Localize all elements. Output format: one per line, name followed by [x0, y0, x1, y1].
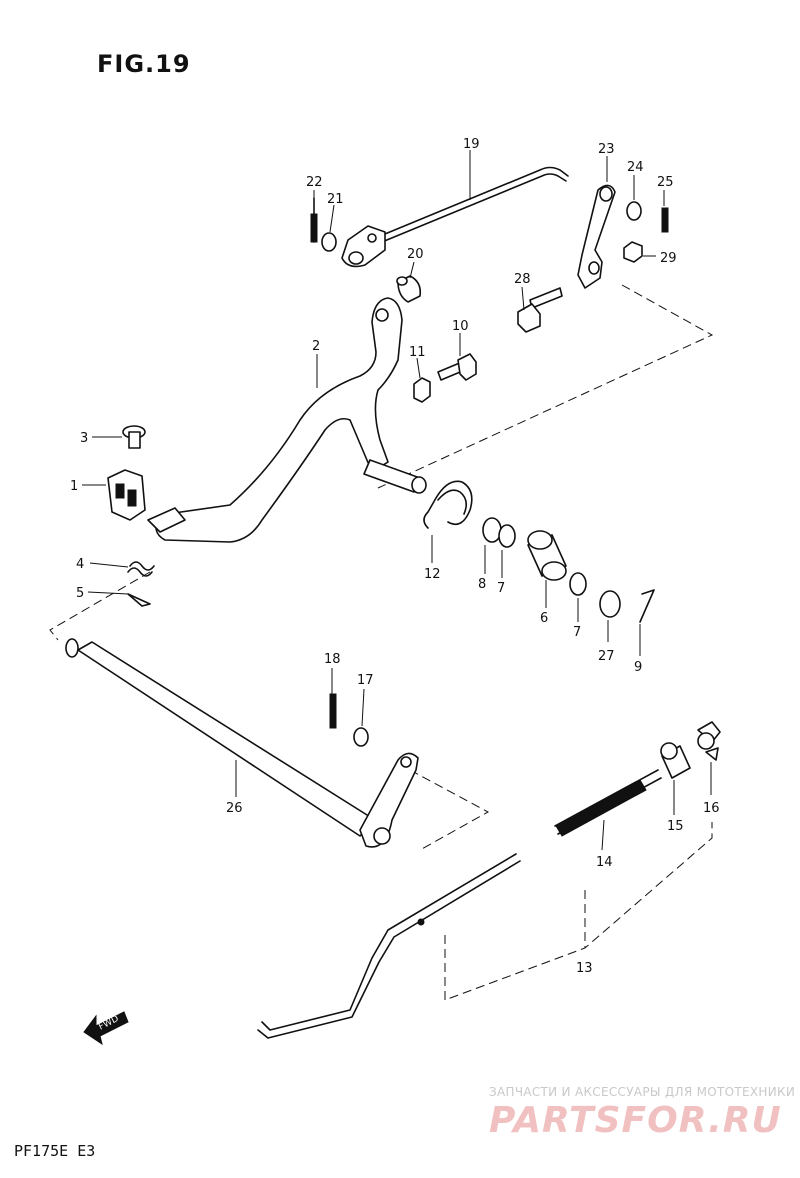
callout-13: 13: [576, 961, 593, 976]
callout-23: 23: [598, 142, 615, 157]
callout-4: 4: [76, 557, 84, 572]
callout-15: 15: [667, 819, 684, 834]
callout-21: 21: [327, 192, 344, 207]
cotter-pin-part-9: [639, 589, 655, 623]
bushing-part-6: [527, 530, 567, 581]
watermark-logo: PARTSFOR.RU: [489, 1100, 782, 1141]
callout-16: 16: [703, 801, 720, 816]
callout-18: 18: [324, 652, 341, 667]
callout-9: 9: [634, 660, 642, 675]
collar-part-15: [660, 742, 691, 779]
lever-part-23: [577, 184, 616, 289]
brake-pedal-part-2: [147, 297, 427, 543]
callout-3: 3: [80, 431, 88, 446]
callout-26: 26: [226, 801, 243, 816]
bracket-part-1: [107, 469, 146, 521]
figure-title: FIG.19: [97, 50, 191, 78]
washer-part-8: [482, 517, 502, 543]
washer-part-27: [599, 590, 621, 618]
callout-19: 19: [463, 137, 480, 152]
bolt-part-10: [437, 353, 477, 381]
spring-part-14: [554, 769, 662, 837]
callout-10: 10: [452, 319, 469, 334]
callout-28: 28: [514, 272, 531, 287]
nut-part-29: [623, 241, 643, 263]
callout-17: 17: [357, 673, 374, 688]
callout-20: 20: [407, 247, 424, 262]
callout-14: 14: [596, 855, 613, 870]
wing-nut-part-16: [697, 721, 721, 761]
pin-part-20: [396, 275, 422, 303]
callout-25: 25: [657, 175, 674, 190]
watermark-tagline: ЗАПЧАСТИ И АКСЕССУАРЫ ДЛЯ МОТОТЕХНИКИ: [489, 1085, 796, 1099]
callout-24: 24: [627, 160, 644, 175]
callout-11: 11: [409, 345, 426, 360]
nut-part-11: [413, 377, 431, 403]
washer-part-7-bottom: [569, 572, 587, 596]
brake-shaft-part-26: [65, 638, 419, 848]
washer-part-17: [353, 727, 369, 747]
callout-2: 2: [312, 339, 320, 354]
callout-7-bottom: 7: [573, 625, 581, 640]
bolt-part-22: [310, 197, 318, 243]
bolt-part-25: [661, 207, 669, 233]
fwd-arrow-icon: FWD: [83, 1011, 129, 1046]
callout-22: 22: [306, 175, 323, 190]
callout-labels: 19 23 24 25 22 21 20 29 28 10 11 2 3 1 4…: [70, 137, 720, 976]
callout-6: 6: [540, 611, 548, 626]
callout-1: 1: [70, 479, 78, 494]
brake-rod-part-13: [257, 853, 521, 1039]
callout-5: 5: [76, 586, 84, 601]
washer-part-21: [321, 232, 337, 252]
washer-part-24: [626, 201, 642, 221]
model-code: PF175E E3: [14, 1142, 96, 1160]
assembly-dashed-lines: [49, 284, 714, 1001]
callout-8: 8: [478, 577, 486, 592]
washer-part-7-top: [498, 524, 516, 548]
leader-lines: [82, 150, 712, 851]
callout-27: 27: [598, 649, 615, 664]
bolt-part-28: [517, 287, 563, 333]
cotter-pin-part-5: [127, 593, 151, 607]
callout-12: 12: [424, 567, 441, 582]
rod-part-19: [379, 166, 569, 243]
callout-29: 29: [660, 251, 677, 266]
bolt-part-3: [122, 425, 146, 449]
spring-part-4: [127, 561, 155, 577]
rod-end-bracket: [341, 225, 386, 268]
return-spring-part-12: [423, 480, 473, 529]
callout-7-top: 7: [497, 581, 505, 596]
bolt-part-18: [329, 693, 337, 729]
